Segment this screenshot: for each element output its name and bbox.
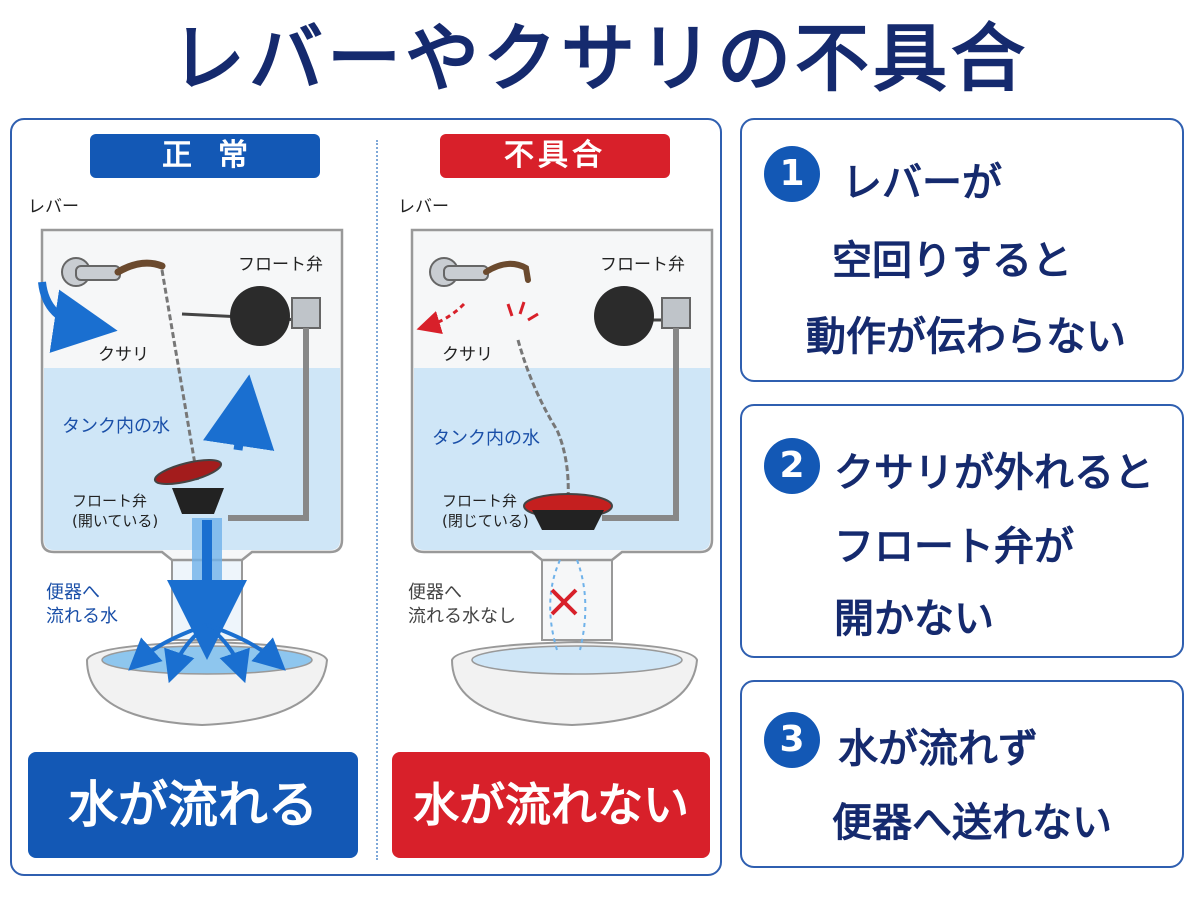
reason-line: 動作が伝わらない xyxy=(806,314,1126,360)
normal-toilet xyxy=(38,228,344,727)
reason-card-3: 3 水が流れず 便器へ送れない xyxy=(740,680,1184,868)
fault-tank-water-label: タンク内の水 xyxy=(432,428,540,449)
normal-result-banner: 水が流れる xyxy=(28,752,358,858)
reason-line: 空回りすると xyxy=(832,238,1072,284)
fault-flow-label: 便器へ xyxy=(408,582,462,603)
reason-line: 開かない xyxy=(834,596,994,642)
reason-line: レバーが xyxy=(842,160,1002,206)
fault-result-banner: 水が流れない xyxy=(392,752,710,858)
reason-number-badge: 2 xyxy=(764,438,820,494)
fault-chain-label: クサリ xyxy=(442,345,493,365)
fault-flapper-state: (閉じている) xyxy=(442,512,529,530)
normal-tank-water-label: タンク内の水 xyxy=(62,416,170,437)
fault-lever-label: レバー xyxy=(398,197,449,217)
reason-card-2: 2 クサリが外れると フロート弁が 開かない xyxy=(740,404,1184,658)
float-ball-icon xyxy=(594,286,654,346)
reason-card-1: 1 レバーが 空回りすると 動作が伝わらない xyxy=(740,118,1184,382)
normal-lever-label: レバー xyxy=(28,197,79,217)
reason-line: クサリが外れると xyxy=(834,450,1154,496)
normal-flapper-state: (開いている) xyxy=(72,512,159,530)
normal-tag: 正常 xyxy=(90,134,320,178)
reason-line: 便器へ送れない xyxy=(832,800,1112,846)
page-title: レバーやクサリの不具合 xyxy=(171,16,1029,102)
fault-flapper-label: フロート弁 xyxy=(442,492,518,510)
fault-tag: 不具合 xyxy=(440,134,670,178)
normal-flow-label: 便器へ xyxy=(46,582,100,603)
diagram-panel: 正常 不具合 xyxy=(10,118,722,876)
reason-number-badge: 3 xyxy=(764,712,820,768)
normal-flow-label-2: 流れる水 xyxy=(46,606,118,627)
column-divider xyxy=(376,140,378,860)
fault-toilet xyxy=(410,228,714,727)
toilet-scene-illustration xyxy=(38,228,714,727)
reason-line: 水が流れず xyxy=(838,726,1038,772)
normal-flapper-label: フロート弁 xyxy=(72,492,148,510)
reason-number-badge: 1 xyxy=(764,146,820,202)
reason-line: フロート弁が xyxy=(834,524,1074,570)
fault-float-valve-label: フロート弁 xyxy=(600,255,685,275)
fault-flow-label-2: 流れる水なし xyxy=(408,606,516,627)
normal-chain-label: クサリ xyxy=(98,345,149,365)
float-ball-icon xyxy=(230,286,290,346)
normal-float-valve-label: フロート弁 xyxy=(238,255,323,275)
